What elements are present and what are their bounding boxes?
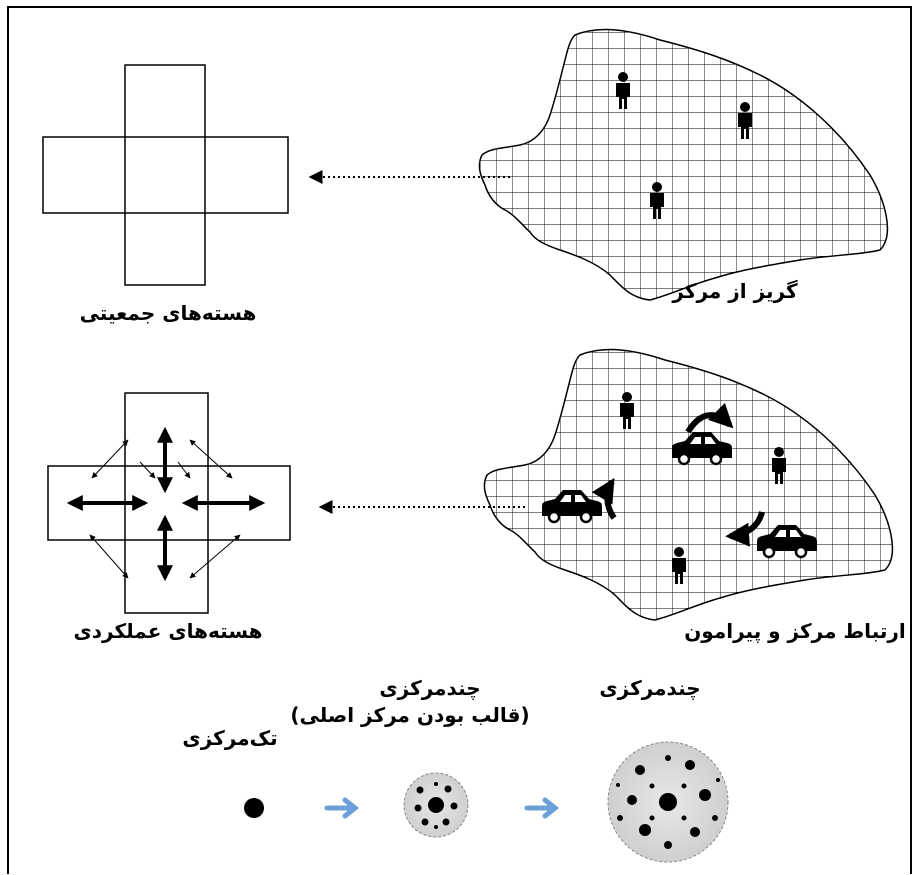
curved-arrow-icon [591, 477, 617, 520]
curved-arrow-icon [685, 402, 734, 434]
centrifugal-map: گریز از مرکز [478, 28, 889, 303]
centrifugal-label: گریز از مرکز [671, 279, 798, 303]
centrality-sequence: تک‌مرکزی چندمرکزی (قالب بودن مرکز اصلی) … [182, 676, 729, 863]
curved-arrow-icon [725, 511, 765, 547]
flow-arrow [324, 797, 360, 819]
polycentric-main-disc [403, 772, 469, 838]
center-periphery-label: ارتباط مرکز و پیرامون [684, 619, 906, 644]
center-periphery-map: ارتباط مرکز و پیرامون [483, 348, 906, 644]
city-outline-middle [483, 348, 894, 621]
population-cores-label: هسته‌های جمعیتی [80, 301, 257, 325]
figure-frame [7, 6, 912, 874]
single-center-dot [244, 798, 264, 818]
cross-shape-functional: هسته‌های عملکردی [47, 392, 291, 643]
city-outline-top [478, 28, 889, 301]
functional-cores-label: هسته‌های عملکردی [73, 619, 262, 643]
polycentric-main-title: چندمرکزی [379, 676, 480, 701]
polycentric-disc [607, 741, 729, 863]
cross-shape-population: هسته‌های جمعیتی [42, 64, 289, 325]
flow-arrow [524, 797, 560, 819]
polycentric-main-subtitle: (قالب بودن مرکز اصلی) [290, 703, 529, 727]
monocentric-label: تک‌مرکزی [182, 726, 277, 750]
polycentric-label: چندمرکزی [599, 676, 700, 701]
